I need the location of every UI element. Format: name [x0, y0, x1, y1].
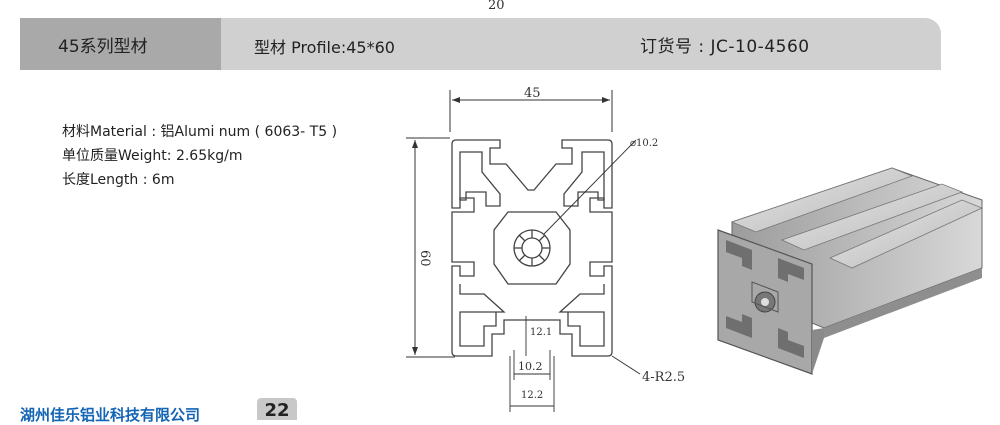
hole-diameter-label: ⌀10.2 [630, 138, 658, 149]
cavity-top-left [459, 151, 501, 207]
profile-3d-render [717, 167, 984, 375]
slot-outer-label: 12.2 [521, 390, 543, 401]
spec-material: 材料Material : 铝Alumi num ( 6063- T5 ) [62, 124, 338, 140]
order-number: 订货号 : JC-10-4560 [640, 37, 810, 57]
height-label: 60 [417, 250, 432, 267]
hole-leader [543, 139, 637, 235]
spec-length: 长度Length : 6m [62, 172, 175, 188]
company-name: 湖州佳乐铝业科技有限公司 [20, 406, 201, 424]
cavity-top-right [563, 151, 605, 207]
top-page-number: 20 [488, 0, 505, 13]
radius-label: 4-R2.5 [642, 370, 685, 385]
slot-depth-label: 12.1 [530, 327, 552, 338]
central-core [493, 211, 571, 285]
series-title: 45系列型材 [58, 37, 148, 57]
profile-cross-section-drawing: 45 60 ⌀10.2 12.1 [406, 86, 685, 412]
cavity-bottom-left [459, 284, 506, 347]
profile-outline [451, 139, 613, 357]
slot-inner-label: 10.2 [518, 360, 543, 373]
cavity-bottom-right [558, 284, 605, 347]
profile-label: 型材 Profile:45*60 [254, 38, 395, 57]
header-series-tab [20, 18, 221, 70]
radius-leader [611, 355, 641, 375]
width-label: 45 [524, 86, 541, 101]
spec-weight: 单位质量Weight: 2.65kg/m [62, 148, 243, 164]
page-number: 22 [257, 398, 297, 421]
